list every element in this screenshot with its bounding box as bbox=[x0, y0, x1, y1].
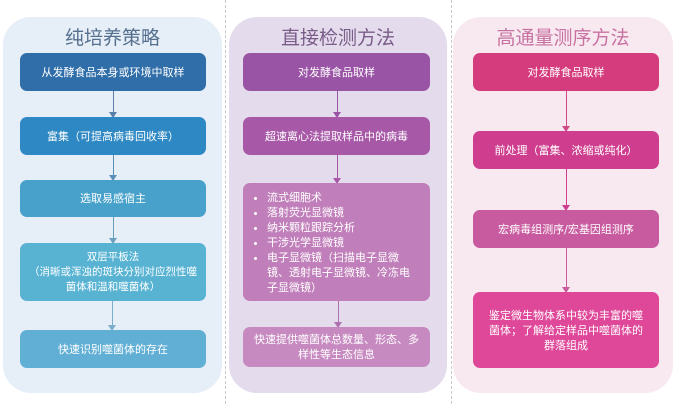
method-item: 纳米颗粒跟踪分析 bbox=[267, 220, 420, 235]
methods-box: 流式细胞术 落射荧光显微镜 纳米颗粒跟踪分析 干涉光学显微镜 电子显微镜（扫描电… bbox=[243, 183, 430, 301]
panel-title: 直接检测方法 bbox=[280, 27, 395, 49]
panel-title: 纯培养策略 bbox=[64, 27, 160, 49]
step-box: 富集（可提高病毒回收率） bbox=[20, 117, 206, 155]
step-box: 双层平板法 （消晰或浑浊的斑块分别对应烈性噬菌体和温和噬菌体） bbox=[20, 243, 206, 301]
arrow-icon bbox=[562, 169, 570, 211]
panel-title: 高通量测序方法 bbox=[496, 27, 630, 49]
step-box: 快速提供噬菌体总数量、形态、多样性等生态信息 bbox=[243, 327, 430, 367]
step-box: 鉴定微生物体系中较为丰富的噬菌体；了解给定样品中噬菌体的群落组成 bbox=[473, 292, 659, 368]
step-box: 选取易感宿主 bbox=[20, 180, 206, 217]
step-box: 宏病毒组测序/宏基因组测序 bbox=[473, 210, 659, 248]
method-item: 流式细胞术 bbox=[267, 190, 420, 205]
step-box: 对发酵食品取样 bbox=[243, 53, 430, 91]
step-box: 对发酵食品取样 bbox=[473, 53, 659, 91]
arrow-icon bbox=[109, 217, 117, 244]
arrow-icon bbox=[109, 155, 117, 181]
arrow-icon bbox=[562, 248, 570, 293]
arrow-icon bbox=[334, 301, 342, 328]
step-box: 从发酵食品本身或环境中取样 bbox=[20, 53, 206, 91]
method-item: 落射荧光显微镜 bbox=[267, 205, 420, 220]
arrow-icon bbox=[333, 91, 341, 118]
arrow-icon bbox=[562, 91, 570, 132]
arrow-icon bbox=[109, 91, 117, 118]
step-box: 前处理（富集、浓缩或纯化） bbox=[473, 131, 659, 169]
arrow-icon bbox=[108, 301, 116, 331]
divider bbox=[451, 0, 452, 404]
step-box: 超速离心法提取样品中的病毒 bbox=[243, 117, 430, 155]
step-box: 快速识别噬菌体的存在 bbox=[20, 330, 206, 368]
divider bbox=[225, 0, 226, 404]
method-item: 电子显微镜（扫描电子显微镜、透射电子显微镜、冷冻电子显微镜） bbox=[267, 250, 420, 295]
method-item: 干涉光学显微镜 bbox=[267, 235, 420, 250]
arrow-icon bbox=[333, 155, 341, 184]
